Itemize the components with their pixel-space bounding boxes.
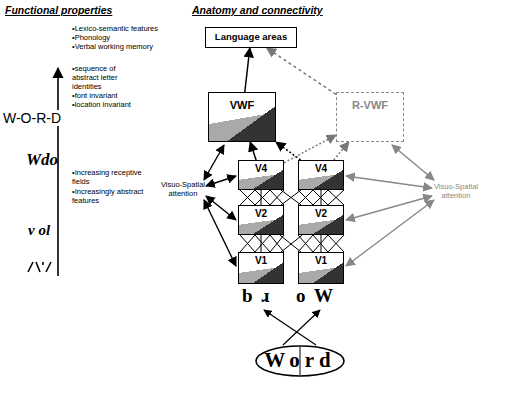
feature-fragments	[28, 262, 51, 272]
annotation-text: •Increasingly abstract features	[72, 187, 152, 205]
node-label: Language areas	[206, 28, 296, 46]
node-label: V2	[239, 208, 283, 219]
area-box: V2	[238, 205, 284, 235]
node-label: V1	[299, 255, 343, 266]
fibre-connector	[321, 190, 322, 205]
annotation-text: Visuo-Spatial attention	[432, 182, 480, 200]
fibre-connector	[281, 235, 302, 252]
annotation-text: •Increasing receptive fields	[72, 168, 152, 186]
annotation-text: o W	[296, 285, 340, 307]
area-box: V4	[298, 160, 344, 190]
annotation-text: v ol	[28, 222, 68, 239]
fibre-connector	[281, 190, 301, 205]
projection-arrow	[284, 135, 336, 163]
annotation-text: Wdo	[26, 150, 76, 170]
attention-arrows	[204, 145, 236, 266]
fibre-connector	[261, 190, 262, 205]
projection-arrow	[250, 142, 256, 160]
hierarchy-arrow	[57, 68, 59, 276]
attention-arrows-right	[346, 145, 434, 266]
node-label: V4	[299, 163, 343, 174]
node-label: V1	[239, 255, 283, 266]
projection-arrow	[334, 142, 349, 160]
annotation-text: b ɹ	[242, 285, 286, 307]
projection-arrow	[245, 48, 250, 92]
annotation-text: •Lexico-semantic features	[72, 24, 182, 33]
region-box: R-VWF	[336, 92, 404, 142]
region-box: Language areas	[205, 27, 297, 48]
area-box: V2	[298, 205, 344, 235]
fibre-connector	[281, 190, 301, 205]
node-label: Word	[255, 345, 345, 375]
annotation-text: Visuo-Spatial attention	[160, 180, 206, 198]
area-box: V1	[298, 252, 344, 284]
node-label: R-VWF	[337, 99, 403, 111]
annotation-text: Anatomy and connectivity	[192, 4, 372, 16]
annotation-text: •sequence of abstract letter identities	[72, 64, 134, 91]
annotation-text: •Verbal working memory	[72, 42, 182, 51]
node-label: V2	[299, 208, 343, 219]
node-label: V4	[239, 163, 283, 174]
projection-arrow	[267, 48, 336, 94]
region-box: VWF	[208, 92, 276, 142]
annotation-text: •location invariant	[72, 100, 162, 109]
annotation-text: Functional properties	[5, 4, 155, 16]
word-oval: Word	[255, 345, 345, 377]
annotation-text: W-O-R-D	[3, 110, 71, 126]
fibre-connector	[261, 235, 262, 252]
annotation-text: •Phonology	[72, 33, 182, 42]
area-box: V1	[238, 252, 284, 284]
hemifield-split-arrows	[264, 310, 320, 345]
projection-arrow	[276, 142, 301, 160]
fibre-connector	[321, 235, 322, 252]
fibre-connector	[280, 235, 301, 252]
area-box: V4	[238, 160, 284, 190]
annotation-text: •font invariant	[72, 91, 162, 100]
node-label: VWF	[209, 99, 275, 111]
